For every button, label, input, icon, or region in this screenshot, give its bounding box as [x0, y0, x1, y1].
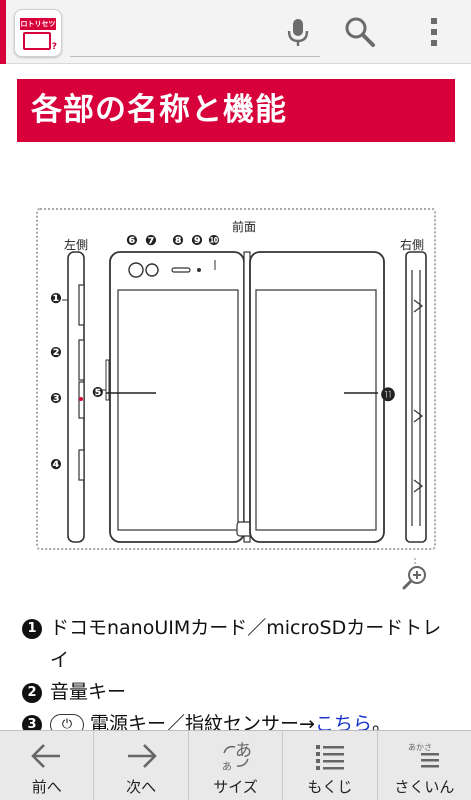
next-label: 次へ	[126, 778, 157, 796]
accent-stripe	[0, 0, 6, 64]
next-button[interactable]: 次へ	[94, 731, 189, 800]
callout-4: ❹	[50, 457, 62, 473]
item-text: 音量キー	[50, 681, 127, 703]
parts-list: 1 ドコモnanoUIMカード／microSDカードトレイ 2 音量キー 3 ⏻…	[22, 612, 452, 740]
item-text: ドコモnanoUIMカード／microSDカードトレイ	[50, 617, 442, 671]
size-label: サイズ	[213, 778, 258, 796]
app-logo[interactable]: ロトリセツ ?	[14, 9, 62, 57]
item-text-tail: 。	[371, 713, 391, 735]
search-field-underline[interactable]	[70, 56, 320, 57]
label-front: 前面	[232, 220, 257, 234]
label-right-side: 右側	[400, 238, 425, 252]
device-diagram: 左側 前面 右側 ❻ ❼ ❽	[36, 208, 436, 550]
callout-8: ❽	[172, 233, 184, 249]
callout-11: ⓫	[381, 388, 395, 404]
link-here[interactable]: こちら	[314, 713, 372, 735]
bottom-nav-bar: 前へ 次へ あ あ サイズ もくじ あかさ さくい	[0, 730, 471, 800]
size-icon-large: あ	[235, 741, 252, 761]
logo-sheet-icon	[23, 32, 51, 50]
size-icon-small: あ	[222, 761, 232, 773]
logo-mark: ?	[51, 42, 57, 52]
toc-button[interactable]: もくじ	[283, 731, 378, 800]
device-illustration	[62, 251, 427, 543]
callout-7: ❼	[145, 233, 157, 249]
list-item: 3 ⏻ 電源キー／指紋センサー→こちら。	[22, 708, 452, 740]
page-title: 各部の名称と機能	[17, 79, 455, 142]
prev-button[interactable]: 前へ	[0, 731, 95, 800]
zoom-in-icon[interactable]	[400, 558, 432, 590]
label-left-side: 左側	[64, 238, 89, 252]
overflow-menu-icon[interactable]	[416, 14, 452, 50]
index-button[interactable]: あかさ さくいん	[378, 731, 471, 800]
item-number: 2	[22, 683, 42, 703]
toc-label: もくじ	[307, 778, 353, 796]
index-icon-text: あかさ	[408, 743, 432, 752]
list-item: 2 音量キー	[22, 676, 452, 708]
index-icon: あかさ	[408, 743, 440, 768]
callout-1: ❶	[50, 291, 62, 307]
callout-6: ❻	[126, 233, 138, 249]
app-bar: ロトリセツ ?	[0, 0, 471, 64]
callout-2: ❷	[50, 345, 62, 361]
callout-5: ❺	[92, 385, 104, 401]
prev-label: 前へ	[31, 778, 62, 796]
text-size-icon: あ あ	[222, 741, 252, 773]
arrow-left-icon	[30, 744, 60, 768]
size-button[interactable]: あ あ サイズ	[189, 731, 284, 800]
logo-text: ロトリセツ	[20, 18, 56, 30]
list-item: 1 ドコモnanoUIMカード／microSDカードトレイ	[22, 612, 452, 676]
item-number: 1	[22, 619, 42, 639]
search-icon[interactable]	[342, 14, 378, 50]
arrow-right-icon	[128, 744, 157, 768]
callout-3: ❸	[50, 391, 62, 407]
item-text: 電源キー／指紋センサー→	[90, 713, 315, 735]
index-label: さくいん	[394, 778, 455, 796]
callout-9: ❾	[191, 233, 203, 249]
mic-icon[interactable]	[280, 14, 316, 50]
list-icon	[315, 745, 344, 770]
callout-10: ❿	[208, 233, 220, 249]
